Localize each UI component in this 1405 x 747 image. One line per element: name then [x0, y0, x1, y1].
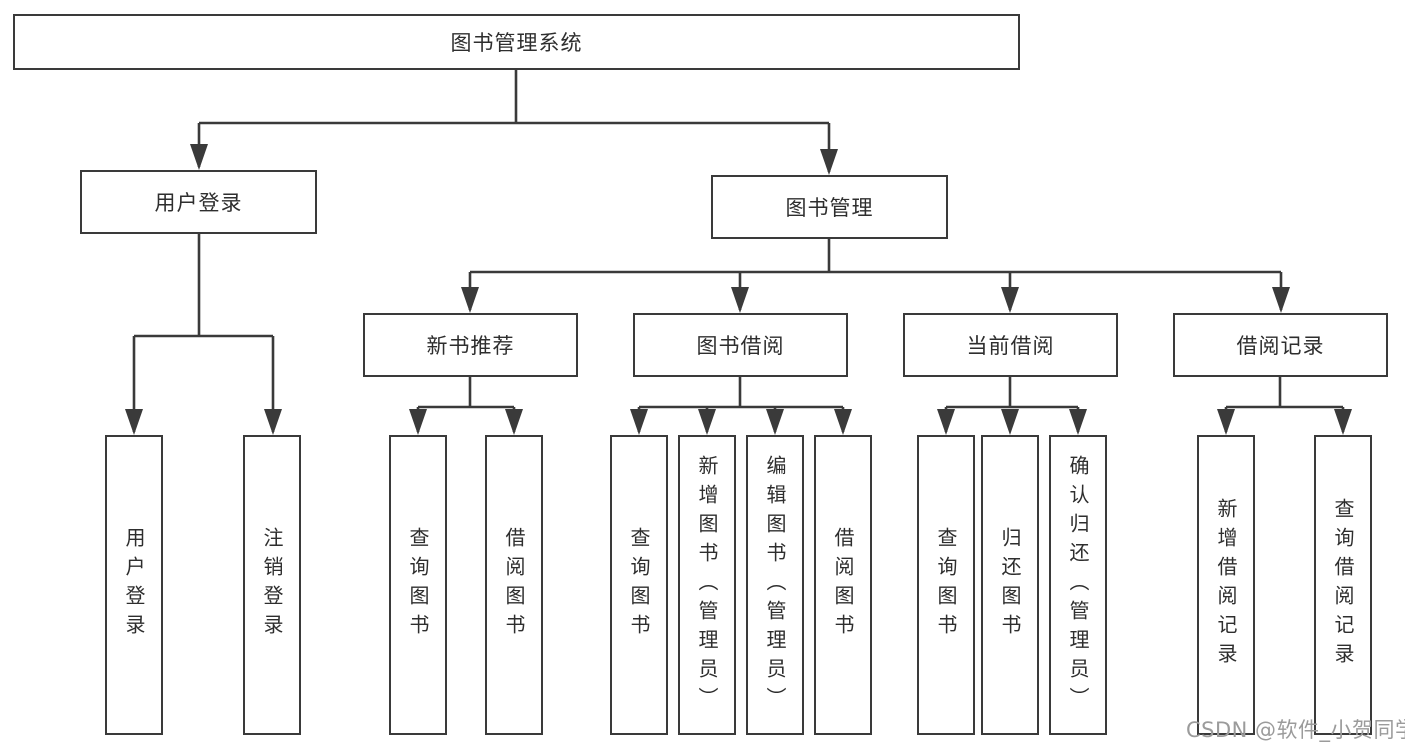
- leaf-add-books-admin: 新增图书（管理员）: [678, 435, 736, 735]
- leaf-label: 编辑图书（管理员）: [763, 454, 787, 716]
- leaf-label: 确认归还（管理员）: [1066, 454, 1090, 716]
- leaf-edit-books-admin: 编辑图书（管理员）: [746, 435, 804, 735]
- leaf-add-borrow-record: 新增借阅记录: [1197, 435, 1255, 735]
- node-book-borrowing: 图书借阅: [633, 313, 848, 377]
- leaf-label: 借阅图书: [502, 527, 526, 643]
- leaf-label: 用户登录: [122, 527, 146, 643]
- leaf-label: 查询借阅记录: [1331, 498, 1355, 672]
- leaf-query-books-1: 查询图书: [389, 435, 447, 735]
- node-book-management: 图书管理: [711, 175, 948, 239]
- leaf-logout: 注销登录: [243, 435, 301, 735]
- csdn-watermark: CSDN @软件_小贺同学: [1186, 718, 1405, 742]
- leaf-label: 注销登录: [260, 527, 284, 643]
- leaf-borrow-books-2: 借阅图书: [814, 435, 872, 735]
- node-root: 图书管理系统: [13, 14, 1020, 70]
- leaf-return-books: 归还图书: [981, 435, 1039, 735]
- leaf-label: 归还图书: [998, 527, 1022, 643]
- node-borrowing-records: 借阅记录: [1173, 313, 1388, 377]
- leaf-label: 查询图书: [934, 527, 958, 643]
- leaf-label: 新增借阅记录: [1214, 498, 1238, 672]
- leaf-label: 借阅图书: [831, 527, 855, 643]
- leaf-label: 查询图书: [627, 527, 651, 643]
- leaf-query-books-3: 查询图书: [917, 435, 975, 735]
- leaf-confirm-return-admin: 确认归还（管理员）: [1049, 435, 1107, 735]
- leaf-query-books-2: 查询图书: [610, 435, 668, 735]
- leaf-user-login: 用户登录: [105, 435, 163, 735]
- node-user-login: 用户登录: [80, 170, 317, 234]
- node-new-book-recommend: 新书推荐: [363, 313, 578, 377]
- leaf-label: 新增图书（管理员）: [695, 454, 719, 716]
- leaf-query-borrow-record: 查询借阅记录: [1314, 435, 1372, 735]
- node-current-borrowing: 当前借阅: [903, 313, 1118, 377]
- leaf-borrow-books-1: 借阅图书: [485, 435, 543, 735]
- leaf-label: 查询图书: [406, 527, 430, 643]
